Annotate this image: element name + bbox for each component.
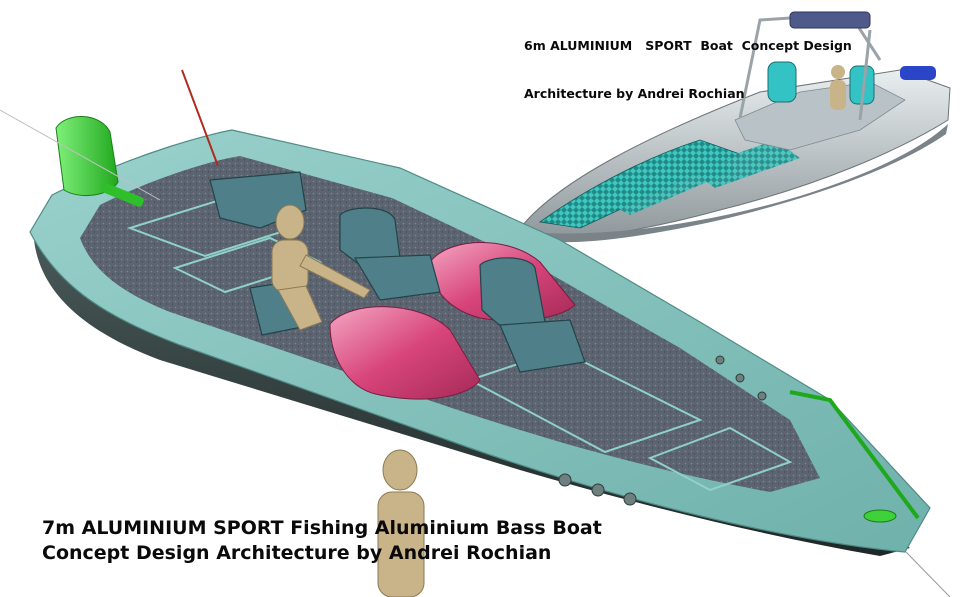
trolling-motor	[789, 390, 920, 523]
big-boat-render	[0, 69, 951, 597]
small-caption-line1: 6m ALUMINIUM SPORT Boat Concept Design	[524, 38, 852, 53]
outboard-motor	[55, 115, 144, 207]
standing-mannequin	[377, 449, 425, 597]
big-caption-line1: 7m ALUMINIUM SPORT Fishing Aluminium Bas…	[42, 517, 602, 539]
small-boat-caption: 6m ALUMINIUM SPORT Boat Concept Design A…	[524, 6, 852, 118]
big-boat-caption: 7m ALUMINIUM SPORT Fishing Aluminium Bas…	[42, 516, 602, 566]
big-caption-line2: Concept Design Architecture by Andrei Ro…	[42, 542, 552, 564]
small-boat-render	[521, 11, 951, 243]
small-caption-line2: Architecture by Andrei Rochian	[524, 86, 745, 101]
driver-mannequin	[271, 204, 371, 331]
